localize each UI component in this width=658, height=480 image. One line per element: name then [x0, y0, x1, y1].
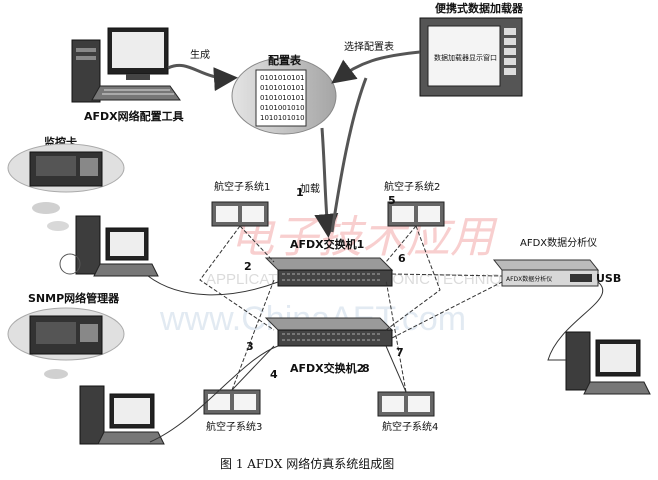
analyzer-computer-icon: [565, 331, 651, 395]
config-tool-computer-icon: [71, 27, 181, 103]
switch1-label: AFDX交换机1: [290, 237, 364, 251]
network-links: [147, 225, 604, 443]
link-subsystem4-switch1: [385, 279, 407, 393]
port-6: 6: [398, 252, 406, 265]
portable-loader-label: 便携式数据加载器: [435, 1, 524, 15]
watermark-chinese: 电子技术应用: [230, 212, 498, 263]
select-config-arrow: [331, 50, 421, 84]
load-arrow-from-table: [314, 127, 339, 238]
link-switch2-analyzer: [391, 281, 503, 339]
config-tool-label: AFDX网络配置工具: [84, 109, 184, 123]
switch1-icon: [264, 257, 394, 287]
load-label: 加载: [300, 183, 320, 195]
config-bits-4: 1010101010: [260, 114, 305, 122]
link-monitor-switch1: [147, 275, 279, 296]
port-5: 5: [388, 194, 396, 207]
port-8: 8: [362, 362, 370, 375]
link-switch1-analyzer: [391, 273, 503, 277]
portable-loader-icon: [419, 17, 523, 97]
config-table-title: 配置表: [268, 53, 302, 67]
link-subsystem3-switch2: [231, 345, 275, 391]
generate-label: 生成: [190, 48, 210, 61]
link-subsystem2-switch2: [385, 225, 441, 331]
port-4: 4: [270, 368, 278, 381]
select-config-label: 选择配置表: [344, 40, 394, 53]
port-3: 3: [246, 340, 254, 353]
figure-caption: 图 1 AFDX 网络仿真系统组成图: [220, 456, 394, 471]
config-bits-1: 0101010101: [260, 84, 305, 92]
subsystem1-icon: [211, 201, 269, 227]
usb-label: USB: [596, 272, 621, 285]
link-subsystem1-switch2: [199, 225, 275, 331]
link-snmp-switch2: [149, 345, 279, 443]
config-bits-2: 0101010101: [260, 94, 305, 102]
link-subsystem1-switch1: [239, 225, 275, 263]
link-subsystem2-switch1: [385, 225, 417, 263]
subsystem2-label: 航空子系统2: [384, 180, 440, 193]
switch2-label: AFDX交换机2: [290, 361, 364, 375]
analyzer-label: AFDX数据分析仪: [520, 236, 597, 249]
port-2: 2: [244, 260, 252, 273]
subsystem3-label: 航空子系统3: [206, 420, 262, 433]
link-analyzer-computer: [547, 281, 604, 361]
subsystem4-label: 航空子系统4: [382, 420, 438, 433]
snmp-computer-icon: [79, 385, 165, 445]
switch2-icon: [264, 317, 394, 347]
subsystem2-icon: [387, 201, 445, 227]
config-bits-0: 0101010101: [260, 74, 305, 82]
subsystem4-icon: [377, 391, 435, 417]
analyzer-icon: [492, 259, 600, 287]
subsystem1-label: 航空子系统1: [214, 180, 270, 193]
analyzer-panel-text: AFDX数据分析仪: [506, 275, 552, 283]
snmp-manager-icon: [7, 307, 125, 379]
snmp-manager-label: SNMP网络管理器: [28, 291, 120, 305]
loader-screen-text: 数据加载器显示窗口: [434, 53, 497, 62]
config-bits-3: 0101001010: [260, 104, 305, 112]
generate-arrow: [167, 63, 238, 92]
subsystem3-icon: [203, 389, 261, 415]
link-subsystem4-switch2: [385, 345, 407, 393]
port-7: 7: [396, 346, 404, 359]
monitor-card-icon: [7, 143, 125, 231]
port-1: 1: [296, 186, 304, 199]
config-table-icon: [231, 57, 337, 135]
load-arrow-from-loader: [330, 77, 368, 233]
monitor-computer-icon: [59, 215, 159, 277]
